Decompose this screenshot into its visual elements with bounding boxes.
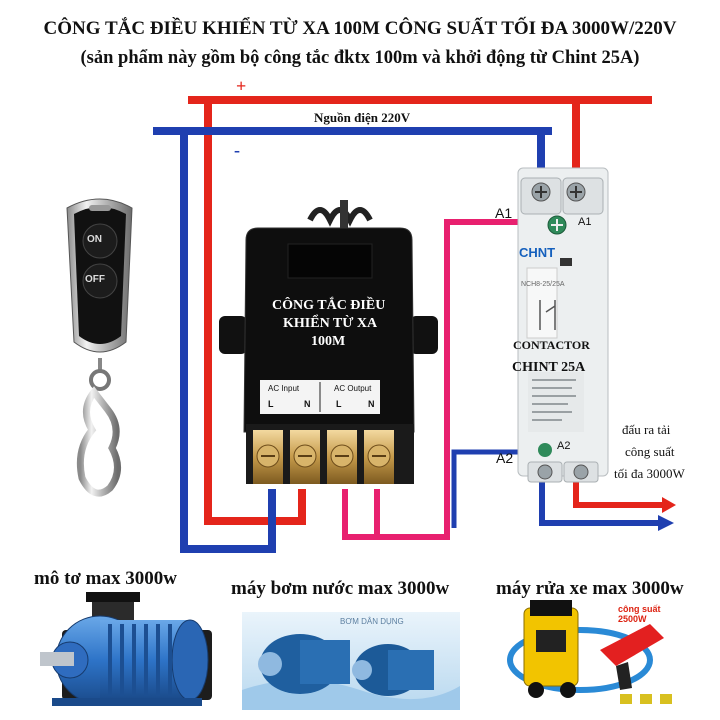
minus-sign: - bbox=[234, 140, 240, 160]
pressure-washer-image bbox=[507, 600, 672, 704]
remote-switch-box bbox=[219, 200, 438, 484]
washer-tag: công suất 2500W bbox=[618, 604, 661, 624]
terminal-a2-label: A2 bbox=[496, 450, 514, 466]
remote-on-button: ON bbox=[87, 234, 102, 245]
pink-output-wire-l bbox=[342, 489, 380, 540]
controller-output-l: L bbox=[336, 399, 342, 409]
output-note-3: tối đa 3000W bbox=[614, 466, 685, 481]
contactor-label-2: CHINT 25A bbox=[512, 360, 586, 375]
power-label: Nguồn điện 220V bbox=[314, 110, 411, 125]
blue-wire-to-controller bbox=[180, 131, 276, 553]
blue-output-arrow bbox=[658, 515, 674, 531]
red-output-wire bbox=[573, 478, 664, 508]
contactor-a1-mark: A1 bbox=[578, 216, 592, 228]
output-note-2: công suất bbox=[625, 444, 675, 459]
controller-text-1: CÔNG TẮC ĐIỀU bbox=[272, 298, 386, 313]
remote-off-button: OFF bbox=[85, 274, 105, 285]
red-wire-to-controller bbox=[204, 100, 306, 525]
controller-input-label: AC Input bbox=[268, 384, 300, 393]
controller-input-l: L bbox=[268, 399, 274, 409]
contactor-label-1: CONTACTOR bbox=[513, 338, 590, 352]
controller-output-n: N bbox=[368, 399, 375, 409]
output-note-1: đấu ra tải bbox=[622, 422, 671, 437]
pump-tag: BƠM DÂN DỤNG bbox=[340, 617, 404, 626]
washer-caption: máy rửa xe max 3000w bbox=[496, 578, 684, 599]
contactor-model: NCH8-25/25A bbox=[521, 281, 565, 288]
title-line-1: CÔNG TẮC ĐIỀU KHIỂN TỪ XA 100M CÔNG SUẤT… bbox=[43, 18, 677, 39]
terminal-a1-label: A1 bbox=[495, 205, 513, 221]
pump-caption: máy bơm nước max 3000w bbox=[231, 578, 450, 599]
controller-text-3: 100M bbox=[311, 334, 346, 349]
contactor-brand: CHNT bbox=[519, 245, 556, 260]
contactor-body bbox=[517, 167, 609, 483]
blue-output-wire bbox=[539, 478, 660, 526]
pink-wire-to-a1 bbox=[377, 219, 548, 540]
water-pump-image bbox=[242, 612, 460, 710]
blue-wire-to-a2 bbox=[451, 449, 548, 528]
motor-caption: mô tơ max 3000w bbox=[34, 568, 177, 589]
plus-sign: + bbox=[236, 76, 247, 96]
contactor-a2-mark: A2 bbox=[557, 440, 571, 452]
remote-control bbox=[66, 198, 133, 497]
controller-input-n: N bbox=[304, 399, 311, 409]
controller-output-label: AC Output bbox=[334, 384, 372, 393]
motor-image bbox=[40, 592, 212, 706]
controller-text-2: KHIỂN TỪ XA bbox=[283, 316, 378, 331]
red-output-arrow bbox=[662, 497, 676, 513]
title-line-2: (sản phẩm này gồm bộ công tắc đktx 100m … bbox=[80, 48, 640, 68]
